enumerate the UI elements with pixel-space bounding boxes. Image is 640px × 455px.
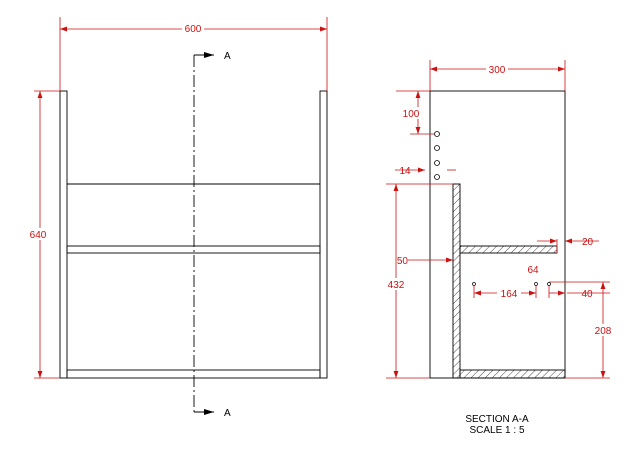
side-panel-outline	[429, 90, 566, 379]
shelf-pin-hole-3	[434, 160, 440, 166]
dim-pin-height: 208	[595, 326, 612, 337]
shelf-hatched	[459, 245, 558, 254]
bottom-panel	[66, 369, 321, 379]
section-label-bottom: A	[224, 408, 231, 419]
section-line: A A	[193, 51, 231, 419]
dim-height: 640	[30, 230, 47, 241]
pin-marker-mid	[534, 282, 538, 286]
left-side-panel	[59, 90, 68, 379]
shelf-pin-hole-2	[434, 145, 440, 151]
front-dimensions	[34, 17, 328, 379]
shelf-pin-hole-1	[434, 131, 440, 137]
pin-marker-left	[472, 282, 476, 286]
section-title: SECTION A-A	[465, 414, 529, 425]
dim-pin-offset: 40	[581, 289, 593, 300]
middle-shelf	[66, 245, 321, 254]
front-view	[59, 90, 328, 379]
right-side-panel	[319, 90, 328, 379]
section-scale: SCALE 1 : 5	[469, 425, 524, 436]
dim-panel-thickness: 50	[397, 256, 409, 267]
dim-width: 600	[185, 24, 202, 35]
bottom-panel-hatched	[459, 369, 566, 379]
dim-depth: 300	[489, 65, 506, 76]
dim-shelf-thickness: 64	[527, 265, 539, 276]
shelf-pin-hole-4	[434, 174, 440, 180]
dim-back-height: 432	[388, 280, 405, 291]
section-view	[429, 90, 566, 379]
dim-pin-spacing: 164	[501, 289, 518, 300]
pin-marker-right	[547, 282, 551, 286]
dim-hole-top: 100	[403, 109, 420, 120]
back-panel-hatched	[452, 183, 461, 379]
dim-shelf-end: 20	[582, 237, 594, 248]
dim-hole-pitch: 14	[399, 166, 411, 177]
section-label-top: A	[224, 51, 231, 62]
